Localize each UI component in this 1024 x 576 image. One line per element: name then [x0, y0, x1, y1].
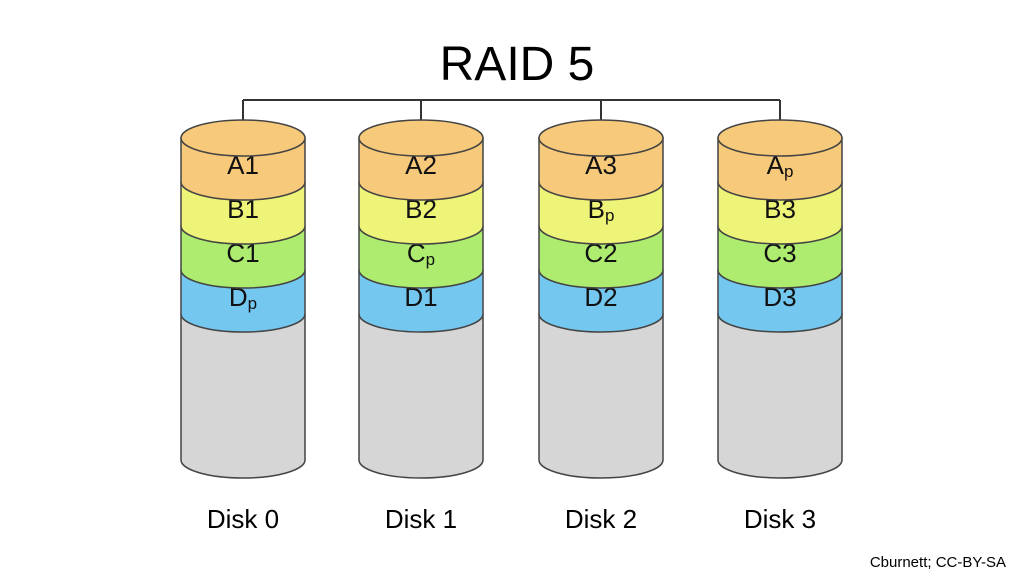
parity-block-label: Cp	[407, 238, 435, 269]
data-block-label: A1	[227, 150, 259, 180]
disk-label: Disk 3	[744, 504, 816, 534]
data-block-label: B2	[405, 194, 437, 224]
data-block-label: B3	[764, 194, 796, 224]
disk-label: Disk 1	[385, 504, 457, 534]
disk-free-space	[538, 313, 664, 479]
diagram-title: RAID 5	[440, 38, 595, 91]
data-block-label: C3	[763, 238, 796, 268]
disk-free-space	[358, 313, 484, 479]
data-block-label: D2	[584, 282, 617, 312]
disk-label: Disk 2	[565, 504, 637, 534]
disk-top-cap	[538, 119, 664, 157]
disk-top-cap	[717, 119, 843, 157]
data-block-label: C2	[584, 238, 617, 268]
data-block-label: D1	[404, 282, 437, 312]
data-block-label: A3	[585, 150, 617, 180]
disk-label: Disk 0	[207, 504, 279, 534]
parity-block-label: Dp	[229, 282, 257, 313]
parity-block-label: Bp	[588, 194, 615, 225]
disk-top-cap	[358, 119, 484, 157]
disk-free-space	[180, 313, 306, 479]
disk-free-space	[717, 313, 843, 479]
controller-connector	[242, 99, 781, 144]
data-block-label: A2	[405, 150, 437, 180]
parity-block-label: Ap	[767, 150, 794, 181]
disk-top-cap	[180, 119, 306, 157]
data-block-label: D3	[763, 282, 796, 312]
data-block-label: B1	[227, 194, 259, 224]
data-block-label: C1	[226, 238, 259, 268]
credit-text: Cburnett; CC-BY-SA	[870, 554, 1006, 571]
